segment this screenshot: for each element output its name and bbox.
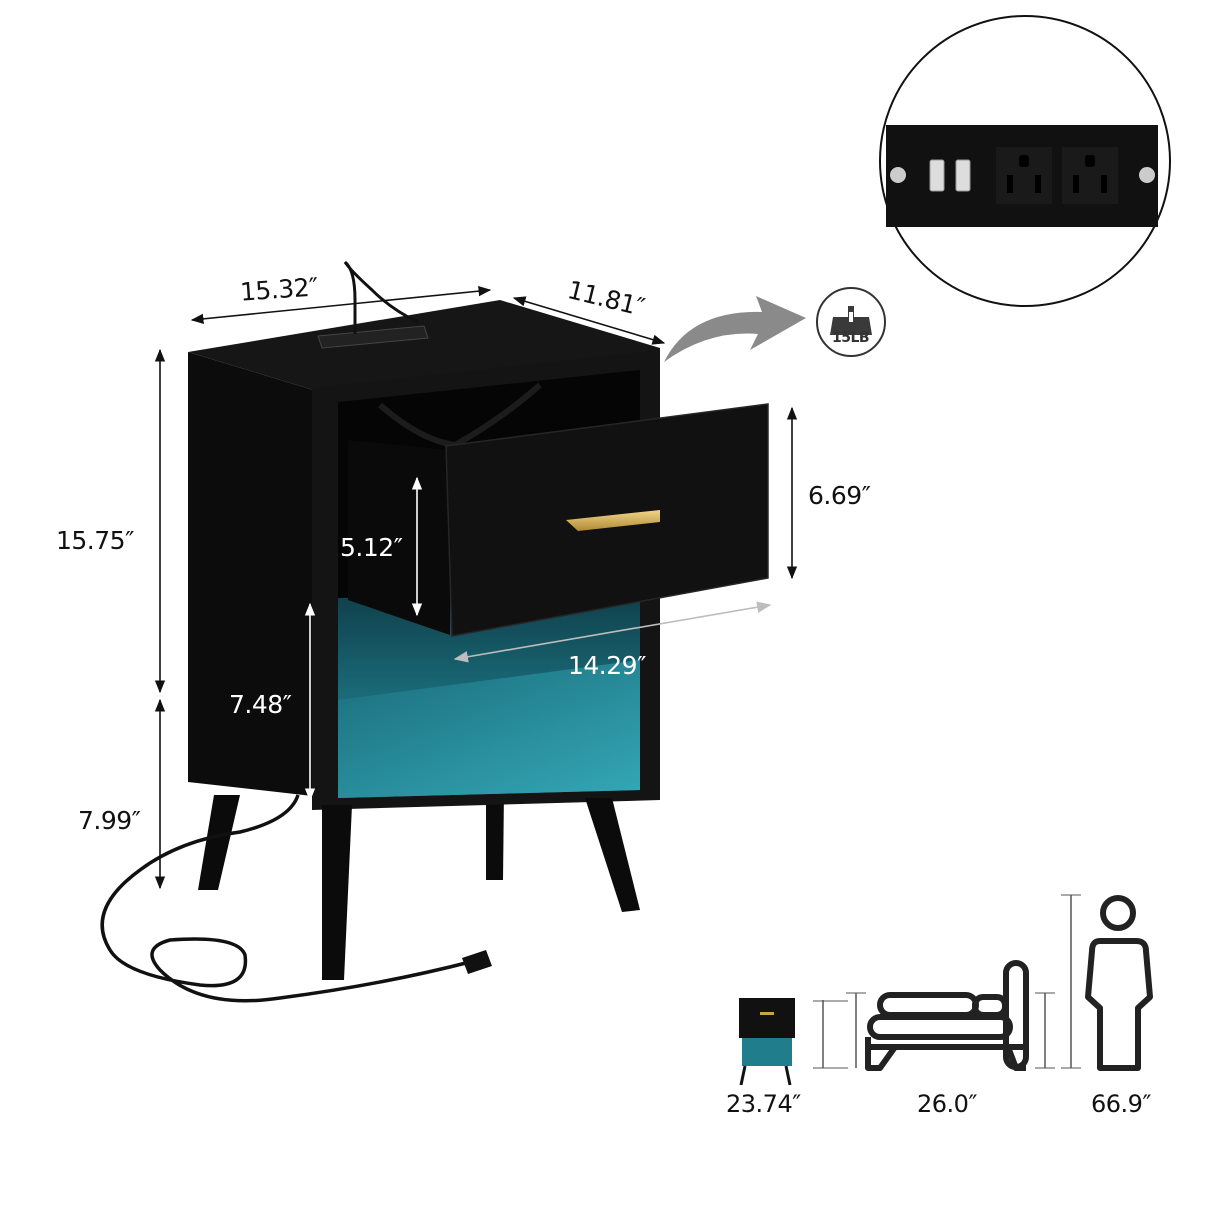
scale-comparison <box>739 894 1153 1086</box>
power-strip-inset <box>879 15 1171 307</box>
front-legs <box>322 798 640 980</box>
screw-icon <box>890 167 906 183</box>
weight-capacity-badge <box>816 287 886 357</box>
person-height-label: 66.9″ <box>1091 1090 1151 1118</box>
width-label: 15.32″ <box>239 272 319 307</box>
side-panel <box>188 352 330 798</box>
power-cord <box>100 794 471 1003</box>
load-capacity-label: 15LB <box>832 330 870 346</box>
drawer-handle[interactable] <box>566 510 660 531</box>
usb-port-icon <box>955 159 971 192</box>
screw-icon <box>1139 167 1155 183</box>
body-height-label: 15.75″ <box>56 526 134 555</box>
plug-icon <box>462 950 492 974</box>
bed-icon <box>865 960 1029 1071</box>
mini-nightstand-icon <box>739 998 795 1086</box>
drawer-inner-height-label: 5.12″ <box>340 533 403 562</box>
drawer-depth-label: 14.29″ <box>568 651 646 680</box>
leg-height-label: 7.99″ <box>78 806 141 835</box>
weight-icon <box>830 317 872 335</box>
usb-port-icon <box>929 159 945 192</box>
bed-height-label: 26.0″ <box>917 1090 977 1118</box>
drawer-side <box>348 440 450 635</box>
shelf-height-label: 7.48″ <box>229 690 292 719</box>
drawer-height-label: 6.69″ <box>808 481 871 510</box>
person-icon <box>1085 895 1153 1071</box>
back-legs <box>198 790 504 890</box>
curved-arrow-icon <box>664 296 806 362</box>
nightstand-height-label: 23.74″ <box>726 1090 801 1118</box>
dimension-lines <box>154 286 798 890</box>
